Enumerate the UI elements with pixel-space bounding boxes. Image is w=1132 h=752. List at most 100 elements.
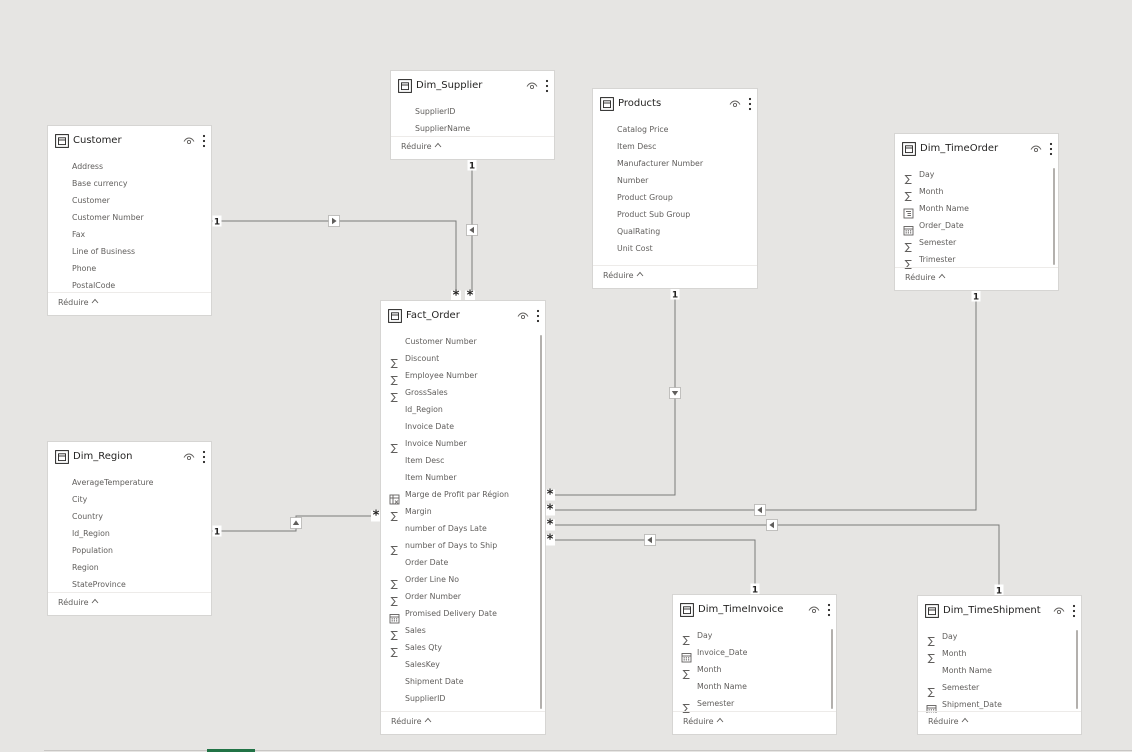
scrollbar[interactable] — [540, 335, 542, 709]
field-row[interactable]: Month Name — [673, 679, 828, 696]
field-row[interactable]: GrossSales — [381, 385, 537, 402]
field-row[interactable]: Invoice Date — [381, 419, 537, 436]
eye-icon[interactable] — [517, 311, 529, 321]
field-row[interactable]: Manufacturer Number — [593, 156, 749, 173]
table-header[interactable]: Dim_TimeOrder — [895, 134, 1058, 162]
field-row[interactable]: Customer — [48, 193, 203, 210]
field-row[interactable]: Shipment Date — [381, 674, 537, 691]
eye-icon[interactable] — [1030, 144, 1042, 154]
field-row[interactable]: Semester — [918, 680, 1073, 697]
field-row[interactable]: Item Desc — [381, 453, 537, 470]
relationship-line-dim-timeshipment[interactable] — [546, 524, 1000, 595]
field-row[interactable]: Id_Region — [48, 526, 203, 543]
more-options-icon[interactable] — [1072, 604, 1076, 618]
collapse-button[interactable]: Réduire — [401, 142, 442, 151]
field-row[interactable]: Population — [48, 543, 203, 560]
eye-icon[interactable] — [729, 99, 741, 109]
field-row[interactable]: Item Number — [381, 470, 537, 487]
field-row[interactable]: Address — [48, 159, 203, 176]
field-row[interactable]: Product Group — [593, 190, 749, 207]
field-row[interactable]: SupplierID — [391, 104, 546, 121]
field-row[interactable]: City — [48, 492, 203, 509]
field-row[interactable]: Invoice_Date — [673, 645, 828, 663]
relationship-line-products[interactable] — [546, 289, 676, 496]
field-row[interactable]: Customer Number — [48, 210, 203, 227]
field-row[interactable]: Day — [918, 629, 1073, 646]
field-row[interactable]: Number — [593, 173, 749, 190]
more-options-icon[interactable] — [1049, 142, 1053, 156]
relationship-line-dim-region[interactable] — [212, 515, 380, 532]
eye-icon[interactable] — [1053, 606, 1065, 616]
field-row[interactable]: number of Days to Ship — [381, 538, 537, 555]
field-row[interactable]: Sales — [381, 623, 537, 640]
field-row[interactable]: Trimester — [895, 252, 1050, 269]
field-row[interactable]: Invoice Number — [381, 436, 537, 453]
field-row[interactable]: SalesKey — [381, 657, 537, 674]
field-row[interactable]: QualRating — [593, 224, 749, 241]
field-row[interactable]: SupplierName — [391, 121, 546, 138]
collapse-button[interactable]: Réduire — [603, 271, 644, 280]
table-header[interactable]: Dim_TimeInvoice — [673, 595, 836, 623]
more-options-icon[interactable] — [536, 309, 540, 323]
field-row[interactable]: Customer Number — [381, 334, 537, 351]
relationship-line-dim-timeinvoice[interactable] — [546, 539, 756, 594]
field-row[interactable]: Fax — [48, 227, 203, 244]
eye-icon[interactable] — [808, 605, 820, 615]
field-row[interactable]: Country — [48, 509, 203, 526]
field-row[interactable]: Id_Region — [381, 402, 537, 419]
field-row[interactable]: Phone — [48, 261, 203, 278]
table-header[interactable]: Customer — [48, 126, 211, 154]
field-row[interactable]: Margin — [381, 504, 537, 521]
field-row[interactable]: Sales Qty — [381, 640, 537, 657]
field-row[interactable]: Month — [918, 646, 1073, 663]
field-row[interactable]: AverageTemperature — [48, 475, 203, 492]
scrollbar[interactable] — [1053, 168, 1055, 265]
field-row[interactable]: PostalCode — [48, 278, 203, 294]
field-row[interactable]: Order Number — [381, 589, 537, 606]
more-options-icon[interactable] — [202, 450, 206, 464]
field-row[interactable]: Day — [673, 628, 828, 645]
table-header[interactable]: Dim_TimeShipment — [918, 596, 1081, 624]
scrollbar[interactable] — [831, 629, 833, 709]
field-row[interactable]: Day — [895, 167, 1050, 184]
field-row[interactable]: Unit Cost — [593, 241, 749, 258]
collapse-button[interactable]: Réduire — [391, 717, 432, 726]
collapse-button[interactable]: Réduire — [928, 717, 969, 726]
field-row[interactable]: Region — [48, 560, 203, 577]
field-row[interactable]: Month Name — [918, 663, 1073, 680]
field-row[interactable]: number of Days Late — [381, 521, 537, 538]
field-row[interactable]: Semester — [895, 235, 1050, 252]
field-row[interactable]: Line of Business — [48, 244, 203, 261]
field-row[interactable]: Item Desc — [593, 139, 749, 156]
more-options-icon[interactable] — [748, 97, 752, 111]
more-options-icon[interactable] — [202, 134, 206, 148]
field-row[interactable]: Order Date — [381, 555, 537, 572]
more-options-icon[interactable] — [827, 603, 831, 617]
table-header[interactable]: Dim_Region — [48, 442, 211, 470]
collapse-button[interactable]: Réduire — [58, 598, 99, 607]
eye-icon[interactable] — [183, 452, 195, 462]
field-row[interactable]: Marge de Profit par Région — [381, 487, 537, 505]
active-page-tab-indicator[interactable] — [207, 749, 255, 752]
table-header[interactable]: Dim_Supplier — [391, 71, 554, 99]
eye-icon[interactable] — [526, 81, 538, 91]
table-header[interactable]: Fact_Order — [381, 301, 545, 329]
field-row[interactable]: Month Name — [895, 201, 1050, 219]
collapse-button[interactable]: Réduire — [683, 717, 724, 726]
field-row[interactable]: Product Sub Group — [593, 207, 749, 224]
collapse-button[interactable]: Réduire — [58, 298, 99, 307]
field-row[interactable]: Discount — [381, 351, 537, 368]
relationship-line-customer[interactable] — [212, 220, 457, 300]
collapse-button[interactable]: Réduire — [905, 273, 946, 282]
field-row[interactable]: Order Line No — [381, 572, 537, 589]
field-row[interactable]: Month — [895, 184, 1050, 201]
more-options-icon[interactable] — [545, 79, 549, 93]
